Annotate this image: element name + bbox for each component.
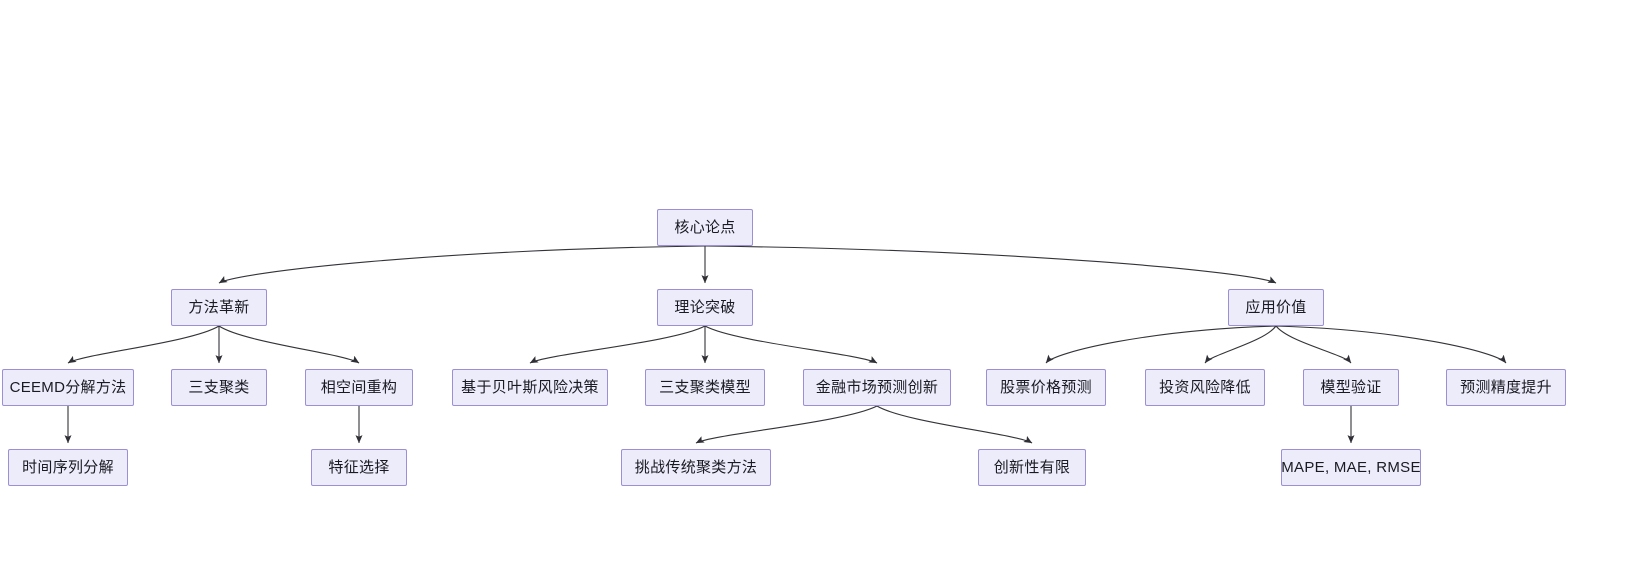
mindmap-node-b2[interactable]: 理论突破 <box>657 289 753 326</box>
edge-root-to-b1 <box>218 245 706 284</box>
mindmap-node-label: 三支聚类模型 <box>659 379 751 396</box>
mindmap-node-label: 挑战传统聚类方法 <box>634 459 758 476</box>
mindmap-node-c6[interactable]: 金融市场预测创新 <box>803 369 951 406</box>
edge-b3-to-c7 <box>1045 325 1277 364</box>
mindmap-node-d2[interactable]: 特征选择 <box>311 449 407 486</box>
mindmap-node-c10[interactable]: 预测精度提升 <box>1446 369 1566 406</box>
edge-b2-to-c4 <box>529 325 706 364</box>
mindmap-node-c5[interactable]: 三支聚类模型 <box>645 369 765 406</box>
mindmap-node-label: 模型验证 <box>1320 379 1382 396</box>
edge-b1-to-c3 <box>218 325 360 364</box>
mindmap-node-root[interactable]: 核心论点 <box>657 209 753 246</box>
mindmap-node-label: MAPE, MAE, RMSE <box>1281 459 1421 476</box>
mindmap-node-c7[interactable]: 股票价格预测 <box>986 369 1106 406</box>
edge-b2-to-c6 <box>704 325 878 364</box>
mindmap-node-label: 特征选择 <box>328 459 390 476</box>
edge-b3-to-c10 <box>1275 325 1507 364</box>
mindmap-node-c8[interactable]: 投资风险降低 <box>1145 369 1265 406</box>
mindmap-node-b1[interactable]: 方法革新 <box>171 289 267 326</box>
mindmap-node-d3[interactable]: 挑战传统聚类方法 <box>621 449 771 486</box>
edge-group <box>64 245 1507 444</box>
edge-b3-to-c9 <box>1275 325 1352 364</box>
mindmap-node-label: 理论突破 <box>674 299 736 316</box>
edge-b3-to-c8 <box>1204 325 1277 364</box>
mindmap-node-label: 应用价值 <box>1245 299 1307 316</box>
edge-c6-to-d4 <box>876 405 1033 444</box>
mindmap-node-label: 预测精度提升 <box>1460 379 1552 396</box>
mindmap-node-label: 相空间重构 <box>320 379 398 396</box>
mindmap-node-label: 核心论点 <box>674 219 736 236</box>
mindmap-node-label: 投资风险降低 <box>1159 379 1251 396</box>
mindmap-node-d1[interactable]: 时间序列分解 <box>8 449 128 486</box>
mindmap-node-d4[interactable]: 创新性有限 <box>978 449 1086 486</box>
mindmap-node-label: 金融市场预测创新 <box>815 379 939 396</box>
edge-c6-to-d3 <box>695 405 878 444</box>
mindmap-node-c3[interactable]: 相空间重构 <box>305 369 413 406</box>
mindmap-node-label: 三支聚类 <box>188 379 250 396</box>
mindmap-node-c1[interactable]: CEEMD分解方法 <box>2 369 134 406</box>
mindmap-node-c9[interactable]: 模型验证 <box>1303 369 1399 406</box>
mindmap-node-label: 股票价格预测 <box>1000 379 1092 396</box>
mindmap-node-label: 时间序列分解 <box>22 459 114 476</box>
mindmap-node-c4[interactable]: 基于贝叶斯风险决策 <box>452 369 608 406</box>
mindmap-node-label: CEEMD分解方法 <box>9 379 127 396</box>
mindmap-node-c2[interactable]: 三支聚类 <box>171 369 267 406</box>
mindmap-node-label: 基于贝叶斯风险决策 <box>461 379 599 396</box>
mindmap-node-d5[interactable]: MAPE, MAE, RMSE <box>1281 449 1421 486</box>
mindmap-node-b3[interactable]: 应用价值 <box>1228 289 1324 326</box>
edge-root-to-b3 <box>704 245 1277 284</box>
mindmap-node-label: 创新性有限 <box>993 459 1071 476</box>
mindmap-node-label: 方法革新 <box>188 299 250 316</box>
edge-b1-to-c1 <box>67 325 220 364</box>
